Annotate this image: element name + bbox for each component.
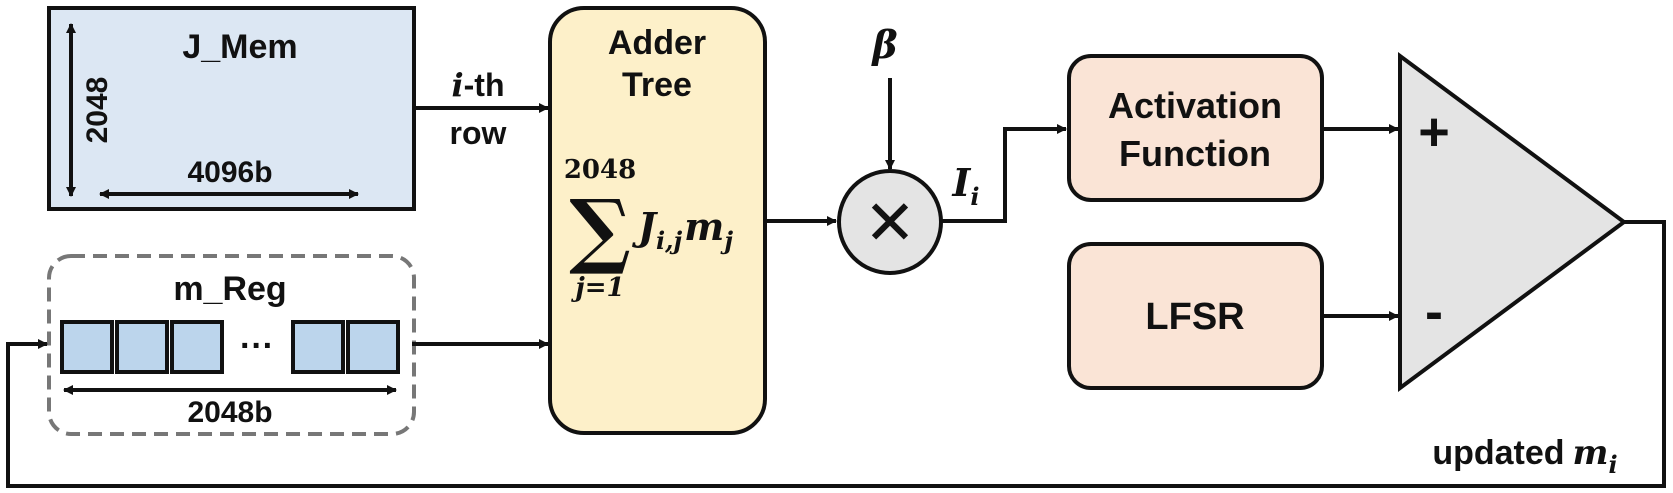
m-reg-block: m_Reg ··· 2048b [47,254,416,436]
beta-label: β [870,22,897,67]
j-mem-height-label: 2048 [81,77,114,144]
m-reg-title: m_Reg [173,270,286,308]
activation-label-line2: Function [1119,133,1271,174]
row-label-line2: row [450,115,507,151]
lfsr-block: LFSR [1067,242,1324,390]
multiply-icon: ✕ [864,189,916,258]
j-mem-rect [47,6,416,211]
sum-symbol: ∑ [569,182,631,278]
comparator-triangle [1398,52,1628,392]
sum-upper-limit: 2048 [564,155,636,185]
j-mem-width-label: 4096b [187,156,272,189]
m-reg-cell [170,320,224,374]
m-reg-cell [346,320,400,374]
feedback-wire [6,220,1666,488]
multiplier: β ✕ [837,22,943,275]
sum-lower-limit: j=1 [570,273,624,303]
m-reg-cell [60,320,114,374]
m-reg-width-label: 2048b [187,396,272,429]
activation-label-line1: Activation [1108,85,1282,126]
comparator-plus: + [1418,102,1450,162]
lfsr-label: LFSR [1145,296,1244,338]
multiplier-to-activation-wire [941,124,1067,223]
adder-tree-title-line1: Adder [608,24,706,62]
activation-function-block: Activation Function [1067,54,1324,202]
activation-function-rect [1067,54,1324,202]
m-reg-cell [115,320,169,374]
adder-tree-block: Adder Tree 2048 ∑ j=1 Ji,jmj [548,6,767,435]
current-label: Ii [952,160,980,211]
m-reg-cells [60,320,400,374]
comparator-minus: - [1425,282,1443,342]
j-mem-title: J_Mem [182,28,297,66]
m-reg-cell [291,320,345,374]
row-label-line1: i-th [451,66,504,104]
j-mem-block: J_Mem 2048 4096b [47,6,416,211]
adder-tree-title-line2: Tree [622,66,692,104]
comparator: + - [1398,52,1628,392]
row-label: i-th row [450,66,507,151]
m-reg-dots: ··· [240,327,274,365]
